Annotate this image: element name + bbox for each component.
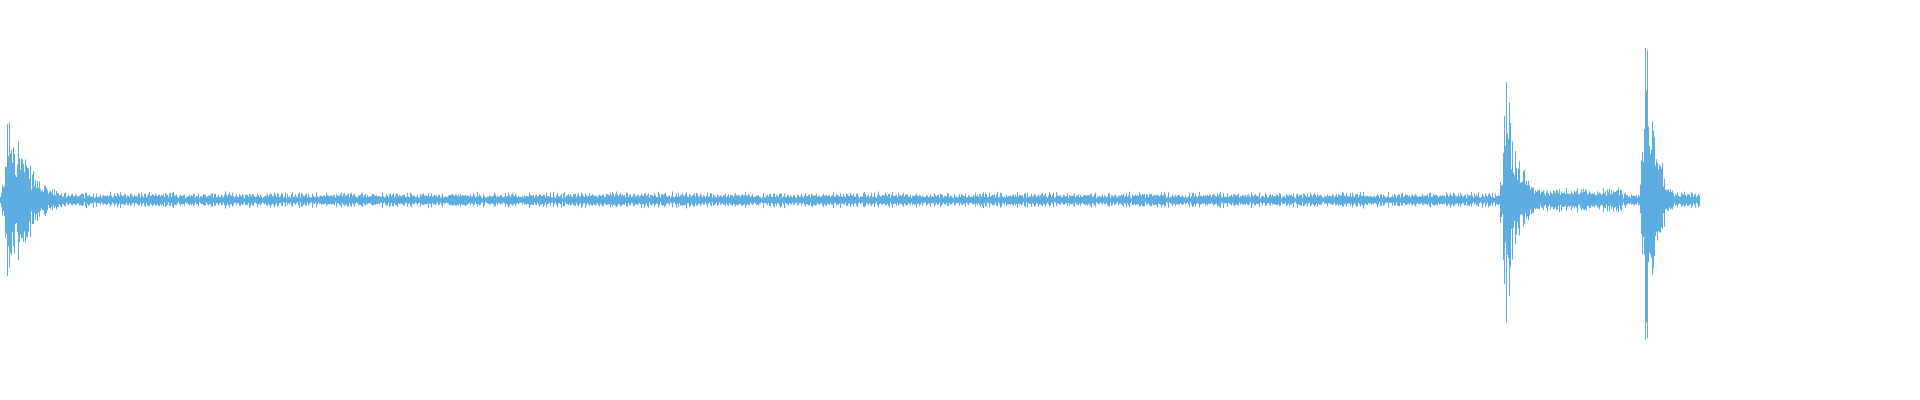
waveform-peaks: [0, 48, 1700, 340]
waveform-path: [0, 48, 1700, 340]
